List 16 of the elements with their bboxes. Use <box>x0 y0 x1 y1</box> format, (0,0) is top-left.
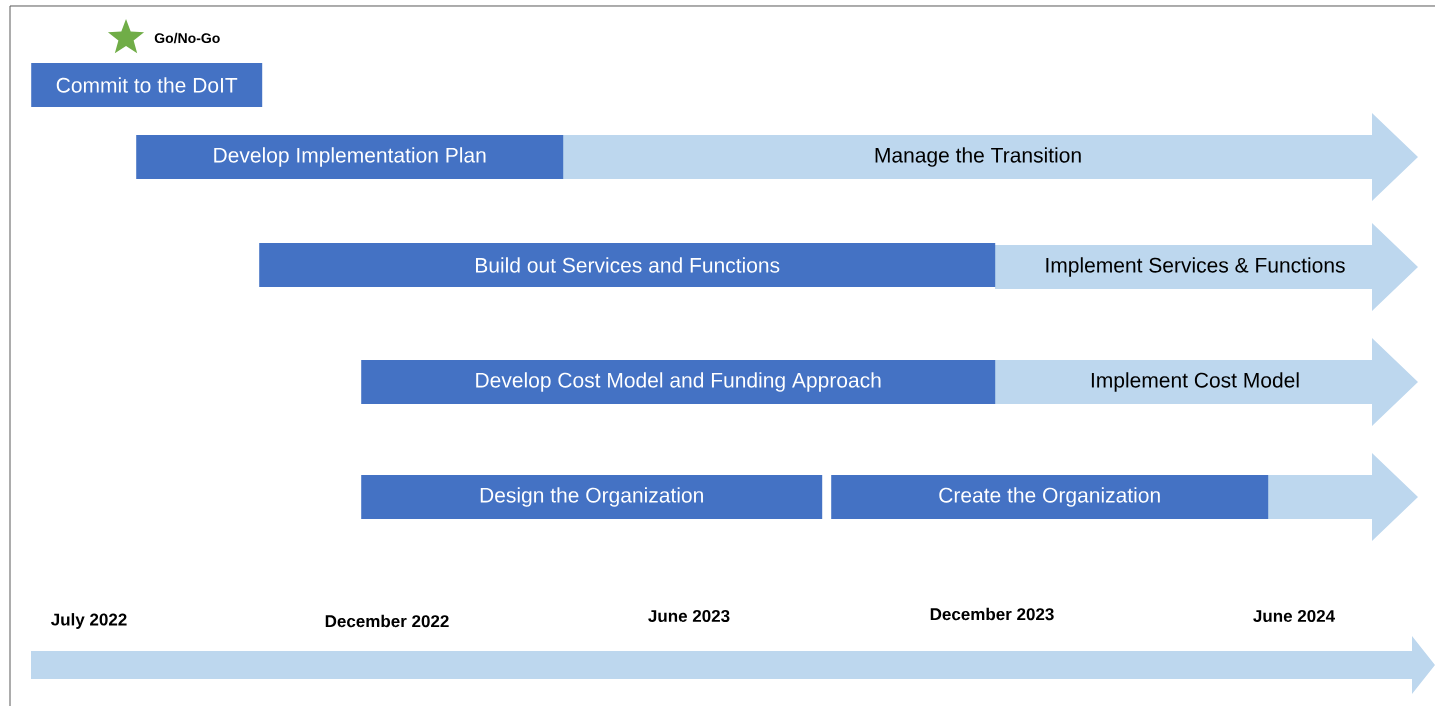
date-label: December 2022 <box>325 614 449 628</box>
task-bar: Build out Services and Functions <box>259 243 996 287</box>
task-bar: Create the Organization <box>831 475 1269 519</box>
phase-band: Implement Cost Model <box>995 338 1418 426</box>
date-label: December 2023 <box>930 607 1054 621</box>
task-bar: Design the Organization <box>361 475 823 519</box>
task-bar: Develop Cost Model and Funding Approach <box>361 360 996 404</box>
task-bar: Develop Implementation Plan <box>136 135 564 179</box>
phase-band: Implement Services & Functions <box>995 223 1418 311</box>
phase-band <box>1268 453 1418 541</box>
task-bar: Commit to the DoIT <box>31 63 263 107</box>
date-label: June 2023 <box>648 609 730 622</box>
date-label: July 2022 <box>51 613 127 629</box>
phase-band: Manage the Transition <box>563 113 1418 201</box>
date-label: June 2024 <box>1253 609 1335 622</box>
go-no-go-label: Go/No-Go <box>154 32 220 44</box>
